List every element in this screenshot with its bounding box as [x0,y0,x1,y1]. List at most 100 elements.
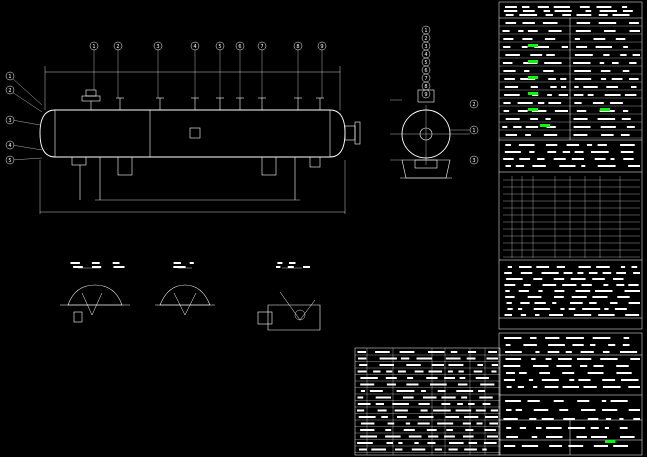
text-mark [574,54,593,56]
text-mark [482,403,491,405]
text-mark [579,6,590,8]
text-mark [631,266,638,268]
text-mark [433,409,451,412]
text-mark [515,165,525,167]
text-mark [456,390,474,392]
text-mark [621,118,631,120]
text-mark [592,102,604,104]
text-mark [585,10,592,12]
text-mark [628,165,640,167]
text-mark [430,383,447,386]
item-balloon: 3 [469,155,479,165]
text-mark [505,400,521,402]
text-mark [420,409,428,412]
text-mark [629,78,639,80]
text-mark [616,284,625,286]
text-mark [563,272,573,274]
text-mark [488,351,497,353]
item-balloon: 6 [421,65,431,75]
weld-details [60,267,321,331]
text-mark [448,364,464,366]
text-mark [387,422,395,425]
text-mark [527,30,538,32]
text-mark [466,357,476,360]
balloon-number: 3 [424,44,427,50]
text-mark [575,290,591,292]
item-balloon: 2 [113,41,123,51]
text-mark [612,62,619,64]
balloon-circle [5,140,15,150]
balloon-number: 4 [8,143,11,149]
text-mark [398,370,406,373]
text-mark [538,102,545,104]
text-mark [504,151,521,153]
text-mark [506,372,515,374]
text-mark [505,144,511,146]
text-mark [626,126,635,128]
text-mark [464,416,479,418]
text-mark [595,46,612,48]
text-mark [373,370,381,373]
text-mark [504,337,522,339]
text-mark [562,284,577,286]
balloon-number: 9 [320,44,323,50]
text-mark [507,308,513,310]
green-highlight [540,124,550,127]
text-mark [573,118,588,120]
text-mark [581,284,592,286]
text-mark [620,351,638,353]
text-mark [629,22,639,24]
text-mark [407,377,414,379]
text-mark [554,290,565,292]
text-mark [530,86,538,88]
text-mark [464,448,477,451]
vessel-side-view [390,30,470,179]
text-mark [463,435,474,438]
balloon-circle [293,41,303,51]
text-mark [522,10,535,12]
text-mark [588,272,598,274]
text-mark [423,396,437,399]
text-mark [603,284,609,286]
text-mark [558,94,568,96]
text-mark [461,396,468,399]
text-mark [606,86,618,88]
text-mark [610,158,615,160]
text-mark [535,314,540,316]
text-mark [406,383,419,386]
text-mark [386,383,396,386]
text-mark [468,442,478,444]
balloon-circle [257,41,267,51]
text-mark [620,436,635,438]
balloon-circle [317,41,327,51]
text-mark [518,308,523,310]
text-mark [519,14,538,16]
text-mark [547,94,552,96]
text-mark [623,158,634,160]
text-mark [523,284,531,286]
text-mark [520,272,533,274]
text-mark [518,144,535,146]
text-mark [549,314,563,316]
text-mark [503,418,518,420]
text-mark [576,110,587,112]
highlight-marks [528,44,615,443]
text-mark [536,427,542,429]
text-mark [522,38,533,40]
text-mark [602,386,621,388]
spec-tables [354,1,643,456]
text-mark [359,364,368,366]
text-mark [596,6,612,8]
text-mark [622,10,633,12]
text-mark [553,6,570,8]
text-mark [612,14,630,16]
text-mark [520,302,530,304]
text-mark [544,38,556,40]
text-mark [616,365,629,367]
text-mark [505,358,522,360]
text-mark [505,22,517,24]
text-mark [600,126,616,128]
text-mark [546,436,563,438]
text-mark [573,62,591,64]
